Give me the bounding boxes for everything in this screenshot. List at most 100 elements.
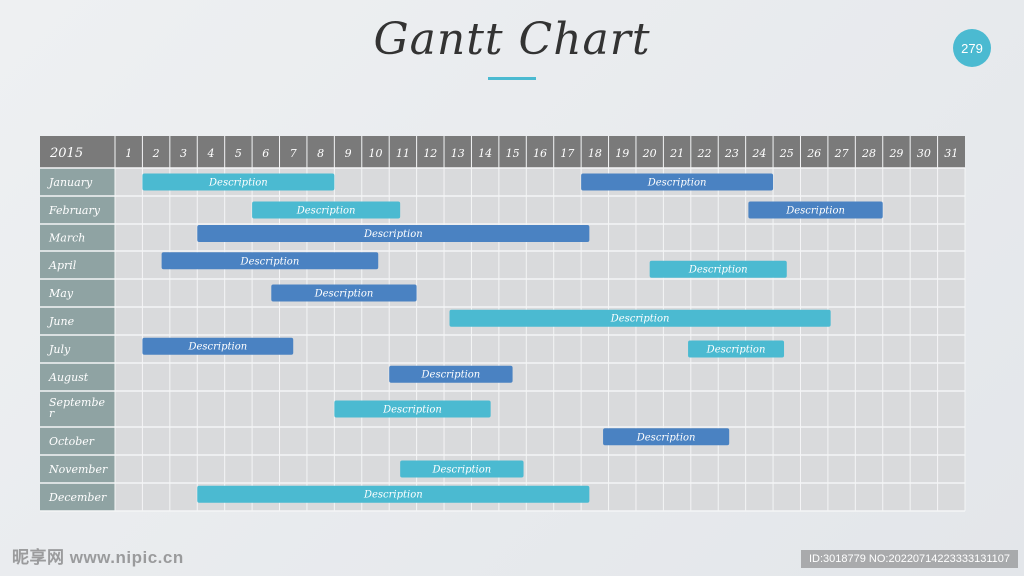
month-label-cell <box>40 279 115 307</box>
row-cells <box>115 391 965 427</box>
day-tick-label: 30 <box>917 147 931 160</box>
month-label-cell <box>40 363 115 391</box>
task-label: Description <box>314 289 374 300</box>
task-bar <box>389 365 513 383</box>
day-tick-label: 16 <box>533 147 547 160</box>
month-label: November <box>48 463 108 476</box>
row-cells <box>115 455 965 483</box>
watermark-site: 昵享网 www.nipic.cn <box>12 548 184 567</box>
day-tick-label: 4 <box>206 147 214 160</box>
day-tick-label: 6 <box>262 147 269 160</box>
task-bar <box>688 340 785 358</box>
day-tick-label: 24 <box>751 147 766 160</box>
month-label-cell <box>40 335 115 363</box>
day-tick-label: 31 <box>944 147 958 160</box>
task-label: Description <box>382 405 442 416</box>
task-bar <box>161 252 379 270</box>
month-label: December <box>48 491 107 504</box>
month-label-cell <box>40 427 115 455</box>
year-label: 2015 <box>49 146 83 161</box>
task-bar <box>271 284 417 302</box>
day-tick-label: 29 <box>888 147 903 160</box>
month-label: October <box>49 435 95 448</box>
task-bar <box>142 337 294 355</box>
task-bar <box>197 485 590 503</box>
day-tick-label: 21 <box>669 147 684 160</box>
month-label-cell <box>40 196 115 224</box>
day-tick-label: 27 <box>834 147 849 160</box>
day-tick-label: 8 <box>317 147 324 160</box>
day-tick-label: 12 <box>423 147 437 160</box>
day-tick-label: 9 <box>345 147 352 160</box>
page-title: Gantt Chart <box>373 14 651 65</box>
month-label-cell <box>40 168 115 196</box>
task-label: Description <box>706 345 766 356</box>
day-tick-label: 5 <box>235 147 242 160</box>
month-label-cell <box>40 455 115 483</box>
task-label: Description <box>610 314 670 325</box>
day-tick-label: 2 <box>152 147 160 160</box>
month-label-cell <box>40 307 115 335</box>
task-bar <box>142 173 335 191</box>
task-label: Description <box>636 432 696 443</box>
day-tick-label: 10 <box>368 147 382 160</box>
month-label: January <box>47 176 93 189</box>
month-label: August <box>48 371 89 384</box>
month-label-cell <box>40 391 115 427</box>
task-label: Description <box>187 342 247 353</box>
page-number-badge: 279 <box>953 29 991 67</box>
watermark-id: ID:3018779 NO:20220714223333131107 <box>800 550 1018 568</box>
month-label-cell <box>40 251 115 279</box>
task-label: Description <box>431 465 491 476</box>
month-label: May <box>48 287 74 300</box>
day-tick-label: 11 <box>396 147 410 160</box>
task-bar <box>400 460 524 478</box>
day-tick-label: 20 <box>642 147 657 160</box>
task-label: Description <box>240 256 300 267</box>
day-tick-label: 28 <box>861 147 876 160</box>
header-row <box>40 136 965 168</box>
day-tick-label: 25 <box>779 147 794 160</box>
month-label: r <box>49 407 55 420</box>
task-bar <box>748 201 883 219</box>
title-underline <box>488 77 536 80</box>
month-label: Septembe <box>49 396 105 409</box>
day-tick-label: 13 <box>451 147 465 160</box>
task-label: Description <box>421 370 481 381</box>
task-label: Description <box>688 265 748 276</box>
month-label: July <box>47 343 71 356</box>
month-label: March <box>48 232 85 245</box>
task-bar <box>649 260 787 278</box>
task-label: Description <box>296 206 356 217</box>
day-tick-label: 22 <box>697 147 712 160</box>
row-cells <box>115 279 965 307</box>
task-label: Description <box>363 229 423 240</box>
task-label: Description <box>208 178 268 189</box>
day-tick-label: 15 <box>506 147 520 160</box>
day-tick-label: 19 <box>615 147 629 160</box>
task-bar <box>581 173 774 191</box>
task-bar <box>252 201 401 219</box>
month-label: June <box>47 315 75 328</box>
month-label-cell <box>40 483 115 511</box>
day-tick-label: 7 <box>290 147 297 160</box>
day-tick-label: 18 <box>588 147 602 160</box>
month-label: February <box>48 204 101 217</box>
day-tick-label: 3 <box>180 147 187 160</box>
row-cells <box>115 363 965 391</box>
day-tick-label: 23 <box>724 147 739 160</box>
month-label: April <box>48 259 77 272</box>
task-bar <box>334 400 491 418</box>
day-tick-label: 14 <box>478 147 492 160</box>
day-tick-label: 26 <box>806 147 821 160</box>
day-tick-label: 17 <box>560 147 574 160</box>
day-tick-label: 1 <box>125 147 132 160</box>
month-label-cell <box>40 224 115 251</box>
task-bar <box>197 224 590 242</box>
task-label: Description <box>363 490 423 501</box>
row-cells <box>115 427 965 455</box>
task-bar <box>449 309 831 327</box>
task-label: Description <box>785 206 845 217</box>
task-bar <box>603 428 730 446</box>
